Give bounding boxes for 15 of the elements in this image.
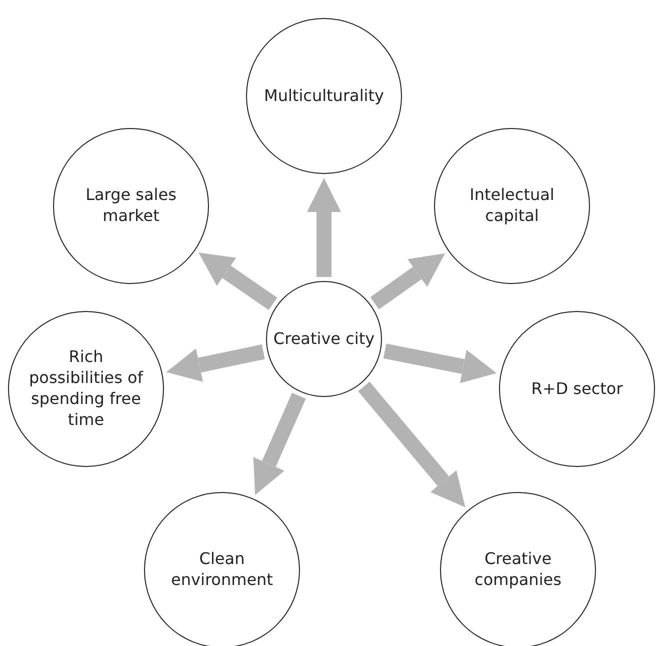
node-label: Creative city — [273, 328, 375, 350]
arrow — [307, 178, 341, 277]
arrow — [166, 344, 265, 382]
arrow — [198, 252, 278, 310]
arrow — [370, 253, 446, 310]
arrow — [358, 382, 466, 508]
arrow — [383, 344, 497, 384]
node-label: R+D sector — [531, 378, 623, 400]
node-label: Rich possibilities of spending free time — [28, 347, 144, 431]
arrow — [253, 392, 306, 495]
node-label: Multiculturality — [264, 86, 384, 106]
node-label: Clean environment — [170, 549, 274, 591]
node-label: Creative companies — [474, 549, 562, 591]
node-label: Intelectual capital — [468, 185, 556, 227]
node-label: Large sales market — [84, 185, 178, 227]
